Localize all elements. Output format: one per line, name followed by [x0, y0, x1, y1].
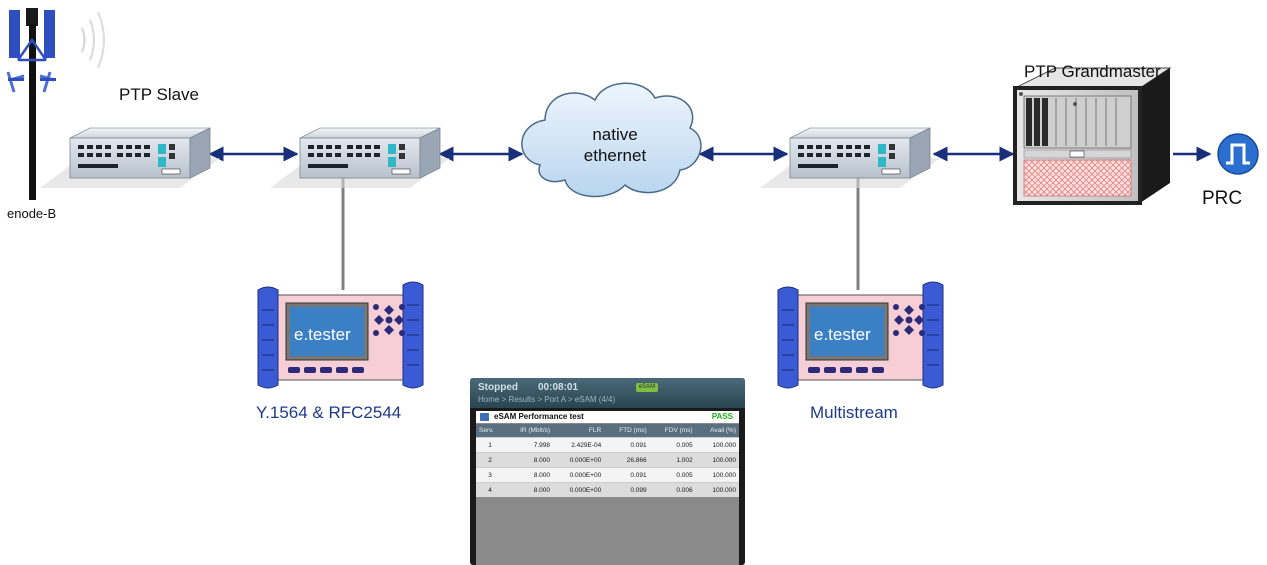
prc-label: PRC [1202, 188, 1243, 209]
esam-results-screen: Stopped 00:08:01 eSAM Home > Results > P… [470, 378, 745, 565]
pass-badge: PASS [711, 412, 733, 421]
table-cell: 0.000E+00 [553, 452, 605, 468]
results-title: eSAM Performance test [494, 412, 584, 421]
table-row[interactable]: 1 7.998 2.429E-04 0.091 0.005 100.000 [476, 437, 739, 453]
col-header: IR (Mbit/s) [504, 424, 554, 438]
cloud-label-line1: native [592, 125, 638, 144]
table-cell: 0.091 [604, 467, 650, 483]
table-cell: 100.000 [695, 467, 739, 483]
ptp-slave-switch [39, 127, 221, 189]
table-cell: 8.000 [504, 482, 554, 497]
ptp-grandmaster-label: PTP Grandmaster [1024, 62, 1161, 81]
results-panel: eSAM Performance test PASS Serv. IR (Mbi… [476, 411, 739, 565]
table-cell: 3 [476, 467, 505, 483]
table-cell: 1 [476, 437, 505, 453]
results-header: eSAM Performance test PASS [476, 411, 739, 423]
grandmaster-rack-icon [1013, 67, 1172, 205]
col-header: Serv. [476, 424, 505, 438]
table-cell: 100.000 [695, 452, 739, 468]
screen-timer: 00:08:01 [538, 382, 579, 393]
cloud-label: native ethernet [570, 124, 660, 166]
prc-clock-icon [1217, 133, 1259, 175]
screen-status-bar: Stopped 00:08:01 eSAM Home > Results > P… [470, 378, 745, 408]
results-table: Serv. IR (Mbit/s) FLR FTD (ms) FDV (ms) … [476, 424, 739, 497]
table-cell: 26.866 [604, 452, 650, 468]
table-cell: 2 [476, 452, 505, 468]
table-cell: 8.000 [504, 452, 554, 468]
table-cell: 0.005 [649, 437, 696, 453]
table-cell: 0.000E+00 [553, 482, 605, 497]
table-cell: 2.429E-04 [553, 437, 605, 453]
screen-status: Stopped [478, 382, 518, 393]
tester-left-brand: e.tester [294, 325, 351, 344]
ethernet-cloud-icon [521, 82, 702, 198]
screen-badge: eSAM [636, 383, 658, 392]
tester-right-caption: Multistream [810, 403, 898, 422]
table-cell: 0.000E+00 [553, 467, 605, 483]
table-cell: 0.006 [649, 482, 696, 497]
switch-1 [269, 127, 451, 189]
table-row[interactable]: 3 8.000 0.000E+00 0.091 0.005 100.000 [476, 467, 739, 483]
table-cell: 7.998 [504, 437, 554, 453]
test-icon [480, 413, 489, 421]
table-cell: 100.000 [695, 437, 739, 453]
col-header: FDV (ms) [649, 424, 696, 438]
table-cell: 0.091 [604, 437, 650, 453]
screen-breadcrumb[interactable]: Home > Results > Port A > eSAM (4/4) [478, 395, 616, 404]
table-cell: 100.000 [695, 482, 739, 497]
col-header: Avail (%) [695, 424, 739, 438]
table-cell: 0.099 [604, 482, 650, 497]
table-row[interactable]: 4 8.000 0.000E+00 0.099 0.006 100.000 [476, 482, 739, 497]
table-cell: 8.000 [504, 467, 554, 483]
table-cell: 0.005 [649, 467, 696, 483]
ptp-slave-label: PTP Slave [119, 85, 200, 104]
table-header-row: Serv. IR (Mbit/s) FLR FTD (ms) FDV (ms) … [476, 424, 739, 438]
tester-cables [341, 178, 860, 290]
table-cell: 1.002 [649, 452, 696, 468]
enode-b-label: enode-B [7, 206, 57, 221]
cloud-label-line2: ethernet [583, 146, 647, 165]
tester-left-caption: Y.1564 & RFC2544 [256, 403, 402, 422]
table-row[interactable]: 2 8.000 0.000E+00 26.866 1.002 100.000 [476, 452, 739, 468]
table-cell: 4 [476, 482, 505, 497]
col-header: FTD (ms) [604, 424, 650, 438]
switch-2 [759, 127, 941, 189]
tester-right-brand: e.tester [814, 325, 871, 344]
col-header: FLR [553, 424, 605, 438]
enode-b-tower-icon [6, 8, 105, 200]
